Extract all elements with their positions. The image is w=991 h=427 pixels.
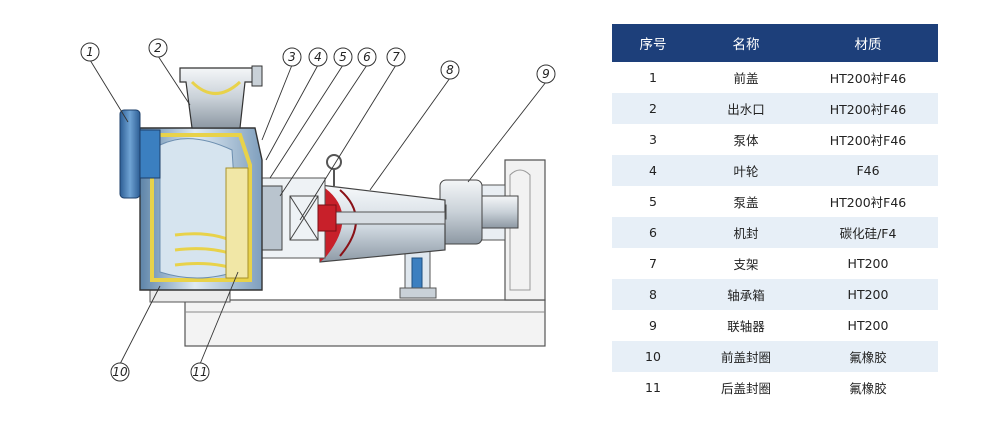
- header-material: 材质: [798, 24, 938, 62]
- cell-material: HT200衬F46: [798, 93, 938, 124]
- callout-circle: [357, 47, 377, 67]
- table-row: 7 支架 HT200: [612, 248, 938, 279]
- callout-labels: 1 2 3 4 5 6 7 8 9 10 11: [80, 38, 556, 382]
- callout-number: 6: [363, 50, 371, 64]
- cell-name: 前盖封圈: [694, 341, 798, 372]
- table-header-row: 序号 名称 材质: [612, 24, 938, 62]
- pump-cutaway-diagram: 1 2 3 4 5 6 7 8 9 10 11: [80, 38, 556, 382]
- bearing-stand: [399, 249, 437, 299]
- cell-name: 前盖: [733, 71, 759, 86]
- cell-material: HT200: [847, 318, 889, 333]
- cell-no: 3: [649, 132, 657, 147]
- cell-material: 氟橡胶: [849, 381, 887, 396]
- cell-no: 7: [649, 256, 657, 271]
- callout-number: 7: [392, 50, 400, 64]
- callout-number: 5: [339, 50, 347, 64]
- cell-name: 支架: [733, 257, 759, 272]
- cell-name: 泵体: [733, 133, 759, 148]
- bearing-housing: [319, 154, 446, 263]
- callout-circle: [110, 362, 130, 382]
- callout-circle: [308, 47, 328, 67]
- table-row: 9 联轴器 HT200: [612, 310, 938, 341]
- header-name: 名称: [694, 24, 798, 62]
- cell-material: F46: [798, 155, 938, 186]
- cell-name: 出水口: [694, 93, 798, 124]
- callout-circle: [386, 47, 406, 67]
- callout-number: 2: [154, 41, 162, 55]
- pump-casing: [139, 127, 263, 291]
- table-row: 3 泵体 HT200衬F46: [612, 124, 938, 155]
- suction-flange: [119, 109, 161, 199]
- callout-number: 4: [314, 50, 322, 64]
- callout-circle: [282, 47, 302, 67]
- cell-no: 5: [649, 194, 657, 209]
- cell-material: HT200衬F46: [829, 133, 907, 148]
- callout-number: 3: [288, 50, 296, 64]
- callout-circle: [148, 38, 168, 58]
- callout-circle: [333, 47, 353, 67]
- cell-no: 1: [649, 70, 657, 85]
- cell-no: 8: [612, 279, 694, 310]
- table-row: 1 前盖 HT200衬F46: [612, 62, 938, 93]
- callout-number: 10: [112, 365, 128, 379]
- discharge-outlet: [179, 65, 263, 129]
- cell-no: 2: [612, 93, 694, 124]
- cell-name: 轴承箱: [694, 279, 798, 310]
- seal-bearing-area: [254, 177, 337, 259]
- callout-circle: [536, 64, 556, 84]
- cell-no: 9: [649, 318, 657, 333]
- callout-number: 11: [192, 365, 207, 379]
- cell-material: HT200: [847, 256, 889, 271]
- callout-leaders: [89, 55, 547, 365]
- table-row: 5 泵盖 HT200衬F46: [612, 186, 938, 217]
- callout-number: 9: [542, 67, 550, 81]
- cell-name: 后盖封圈: [720, 381, 771, 396]
- cell-material: 氟橡胶: [798, 341, 938, 372]
- cell-no: 6: [612, 217, 694, 248]
- callout-circle: [190, 362, 210, 382]
- cell-name: 泵盖: [733, 195, 759, 210]
- cell-no: 11: [645, 380, 661, 395]
- cell-no: 10: [612, 341, 694, 372]
- base-plate: [149, 281, 546, 347]
- cell-material: 碳化硅/F4: [798, 217, 938, 248]
- callout-circle: [80, 42, 100, 62]
- table-row: 11 后盖封圈 氟橡胶: [612, 372, 938, 403]
- cell-name: 联轴器: [727, 319, 765, 334]
- cell-name: 机封: [694, 217, 798, 248]
- cell-name: 叶轮: [694, 155, 798, 186]
- callout-number: 1: [86, 45, 94, 59]
- cell-no: 4: [612, 155, 694, 186]
- header-no: 序号: [612, 24, 694, 62]
- cell-material: HT200衬F46: [829, 195, 907, 210]
- callout-number: 8: [446, 63, 454, 77]
- cell-material: HT200衬F46: [829, 71, 907, 86]
- callout-circle: [440, 60, 460, 80]
- cell-material: HT200: [798, 279, 938, 310]
